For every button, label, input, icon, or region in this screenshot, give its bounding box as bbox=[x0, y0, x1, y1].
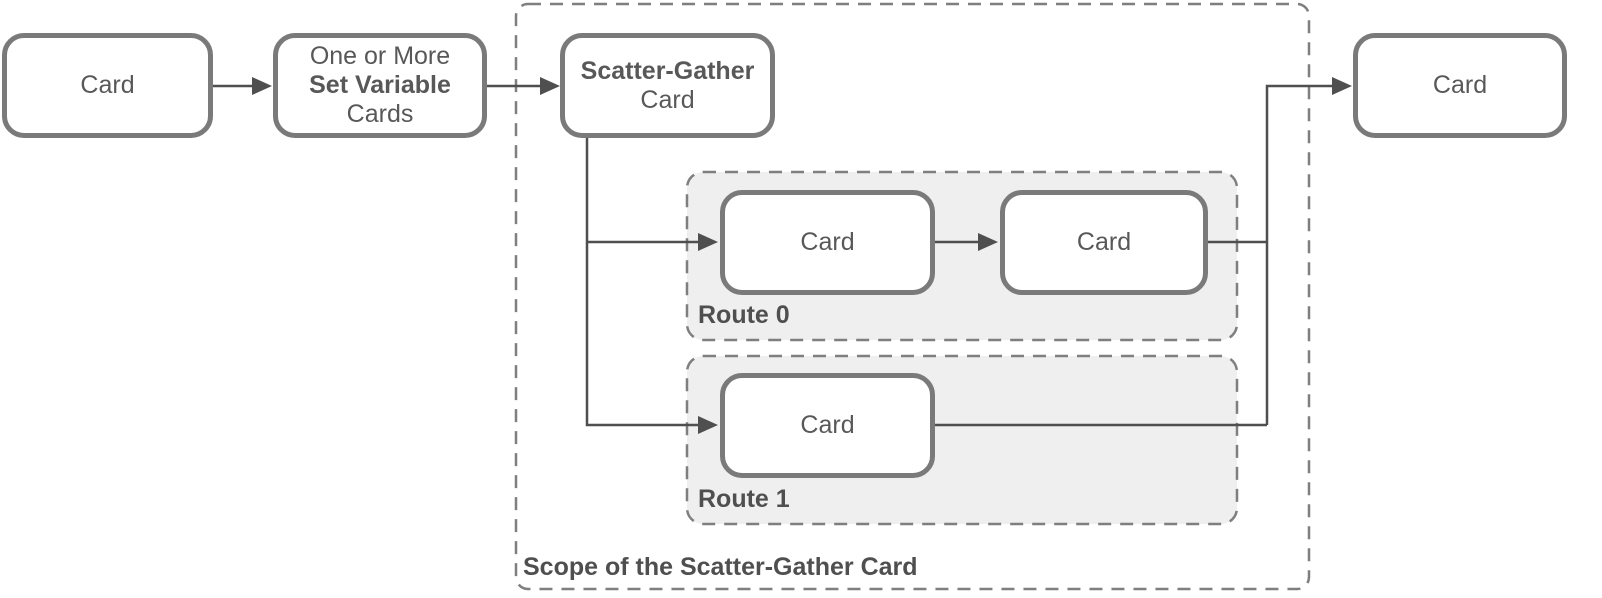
card-node-start-label: Card bbox=[80, 71, 135, 99]
route0-card-1-label: Card bbox=[800, 228, 855, 256]
set-variable-node-line1: One or More bbox=[309, 42, 451, 70]
connector-gather-to-end-arrowhead bbox=[1332, 77, 1352, 95]
route0-card-2: Card bbox=[1000, 190, 1208, 295]
scatter-gather-node-line1: Scatter-Gather bbox=[580, 56, 755, 85]
card-node-end: Card bbox=[1353, 33, 1567, 138]
set-variable-node-line2: Set Variable bbox=[309, 71, 451, 99]
connector-scattergather-to-route0-arrowhead bbox=[698, 233, 718, 251]
scatter-gather-node-line2: Card bbox=[640, 85, 695, 114]
connector-gather-to-end bbox=[1265, 84, 1333, 425]
connector-start-to-setvariable-arrowhead bbox=[252, 77, 272, 95]
connector-route0-card1-to-card2-arrowhead bbox=[978, 233, 998, 251]
connector-scattergather-to-route1-arrowhead bbox=[698, 416, 718, 434]
route0-card-2-label: Card bbox=[1076, 228, 1132, 256]
set-variable-node-line3: Cards bbox=[346, 100, 414, 128]
route1-card-1: Card bbox=[720, 373, 935, 478]
scope-dashed-box bbox=[514, 2, 1311, 591]
set-variable-node: One or More Set Variable Cards bbox=[273, 33, 487, 138]
route1-label: Route 1 bbox=[698, 485, 790, 513]
route0-label: Route 0 bbox=[698, 301, 790, 329]
connector-scattergather-to-route1 bbox=[585, 138, 699, 427]
route1-card-1-label: Card bbox=[800, 411, 855, 439]
scope-label: Scope of the Scatter-Gather Card bbox=[523, 553, 918, 581]
card-node-start: Card bbox=[2, 33, 213, 138]
connector-setvariable-to-scattergather-arrowhead bbox=[540, 77, 560, 95]
card-node-end-label: Card bbox=[1432, 71, 1488, 99]
scatter-gather-node: Scatter-Gather Card bbox=[560, 33, 775, 138]
route0-card-1: Card bbox=[720, 190, 935, 295]
